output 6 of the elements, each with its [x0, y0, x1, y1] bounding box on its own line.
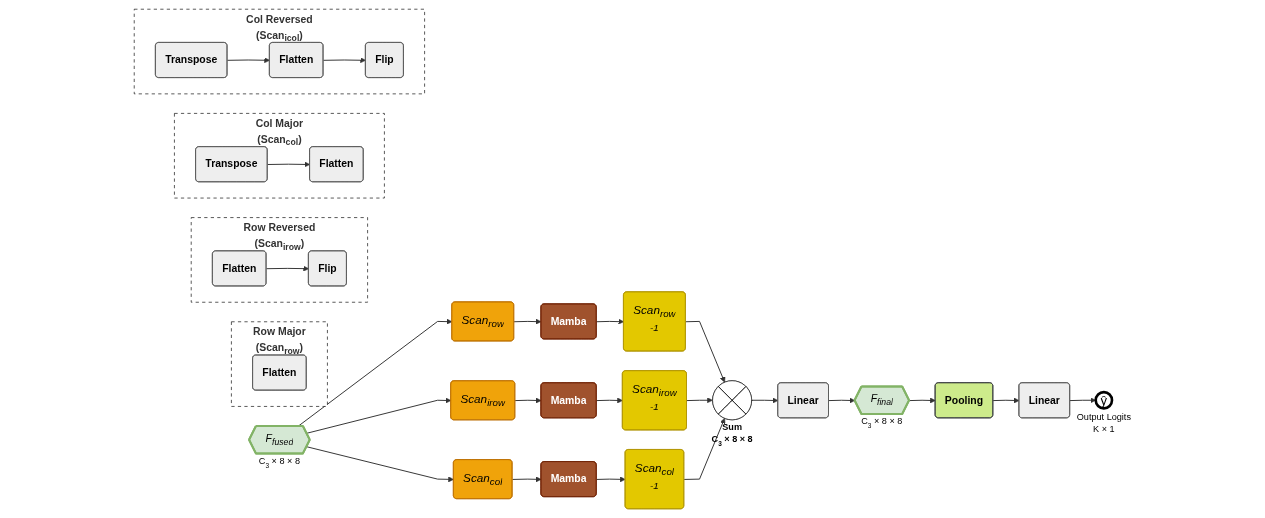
- node-caption: Sum: [721, 422, 742, 433]
- node-caption: C$_{3}$ × 8 × 8: [258, 455, 300, 469]
- node-caption: K × 1: [1092, 424, 1115, 435]
- node-caption: Output Logits: [1076, 412, 1131, 423]
- node-caption: C$_{3}$ × 8 × 8: [860, 416, 903, 429]
- node-caption: C$_{3}$ × 8 × 8: [711, 433, 753, 447]
